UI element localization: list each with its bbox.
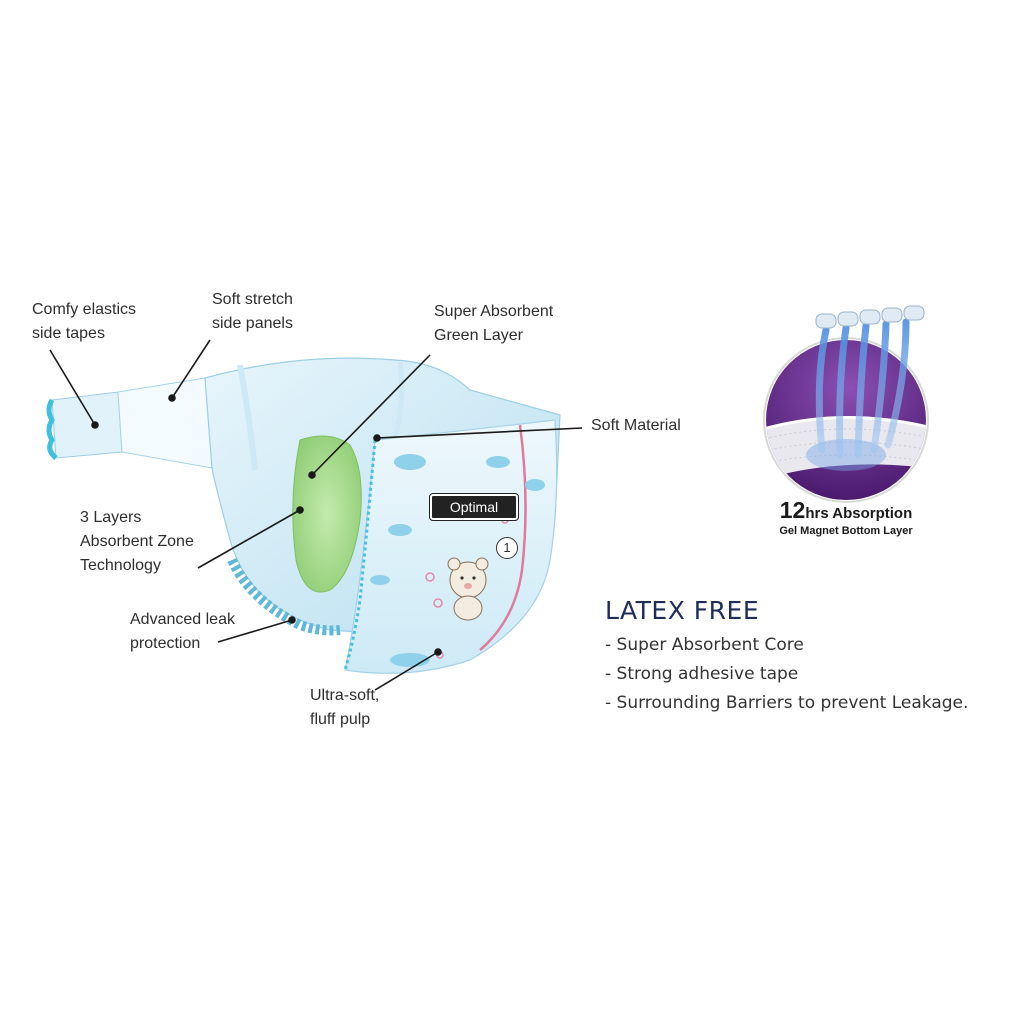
absorption-caption: 12hrs Absorption Gel Magnet Bottom Layer [748, 497, 944, 537]
diaper-body [46, 357, 561, 674]
absorption-hours: 12 [779, 497, 806, 523]
feature-title: LATEX FREE [605, 596, 760, 625]
callout-elastics-side-tapes: Comfy elastics side tapes [32, 298, 136, 346]
callout-line: side panels [212, 315, 293, 332]
callout-absorbent-zone: 3 Layers Absorbent Zone Technology [80, 506, 194, 578]
callout-line: fluff pulp [310, 711, 371, 728]
absorption-unit: hrs Absorption [805, 505, 913, 522]
callout-leak-protection: Advanced leak protection [130, 608, 235, 656]
callout-fluff-pulp: Ultra-soft, fluff pulp [310, 684, 379, 732]
callout-line: Soft stretch [212, 291, 293, 308]
callout-stretch-side-panels: Soft stretch side panels [212, 288, 293, 336]
callout-line: Absorbent Zone [80, 533, 194, 550]
callout-line: side tapes [32, 325, 105, 342]
brand-logo: Optimal [429, 493, 519, 521]
feature-item: - Super Absorbent Core [605, 635, 804, 655]
bear-mascot [447, 557, 489, 621]
callout-line: Soft Material [591, 417, 681, 434]
cloud-decor [370, 454, 545, 667]
absorption-graphic [763, 305, 929, 503]
callout-green-layer: Super Absorbent Green Layer [434, 300, 553, 348]
feature-item: - Strong adhesive tape [605, 664, 799, 684]
callout-line: Advanced leak [130, 611, 235, 628]
callout-line: Technology [80, 557, 161, 574]
absorption-subtitle: Gel Magnet Bottom Layer [779, 525, 913, 537]
callout-line: Comfy elastics [32, 301, 137, 318]
size-mark: 1 [496, 537, 518, 559]
callout-line: Super Absorbent [434, 303, 554, 320]
callout-line: 3 Layers [80, 509, 142, 526]
callout-soft-material: Soft Material [591, 414, 681, 438]
callout-line: Green Layer [434, 327, 523, 344]
feature-list: LATEX FREE - Super Absorbent Core - Stro… [605, 596, 968, 718]
callout-leaders [49, 339, 583, 691]
absorption-headline: 12hrs Absorption [748, 497, 944, 524]
feature-item: - Surrounding Barriers to prevent Leakag… [605, 693, 969, 713]
callout-line: protection [130, 635, 201, 652]
callout-line: Ultra-soft, [310, 687, 380, 704]
